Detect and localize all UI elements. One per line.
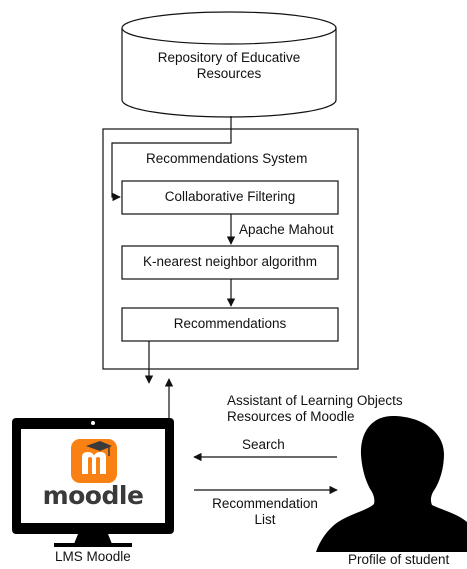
system-title: Recommendations System <box>146 151 308 166</box>
assistant-label-line1: Assistant of Learning Objects <box>227 393 403 408</box>
profile-of-student-label: Profile of student <box>348 552 450 567</box>
knn-box <box>121 245 339 280</box>
recommendations-box <box>121 307 339 342</box>
assistant-label: Assistant of Learning Objects Resources … <box>227 393 403 425</box>
assistant-label-line2: Resources of Moodle <box>227 409 355 424</box>
search-label: Search <box>242 437 285 452</box>
repository-label: Repository of Educative Resources <box>122 50 336 82</box>
collaborative-filtering-label: Collaborative Filtering <box>164 189 296 204</box>
repository-to-filtering-arrow <box>111 116 232 202</box>
recommendation-list-line2: List <box>254 512 276 527</box>
apache-mahout-label: Apache Mahout <box>239 222 334 237</box>
knn-label: K-nearest neighbor algorithm <box>142 254 318 269</box>
repository-label-line2: Resources <box>196 66 262 81</box>
moodle-wordmark: moodle <box>42 481 144 510</box>
recommendation-list-line1: Recommendation <box>212 496 318 511</box>
collaborative-filtering-box <box>121 180 339 215</box>
recommendation-list-label: Recommendation List <box>200 496 330 528</box>
moodle-logo-icon <box>71 439 117 483</box>
student-silhouette-icon <box>316 416 467 552</box>
recommendations-label: Recommendations <box>173 316 287 331</box>
repository-label-line1: Repository of Educative <box>157 50 301 65</box>
lms-moodle-label: LMS Moodle <box>55 549 131 564</box>
repository-cylinder <box>121 11 337 118</box>
